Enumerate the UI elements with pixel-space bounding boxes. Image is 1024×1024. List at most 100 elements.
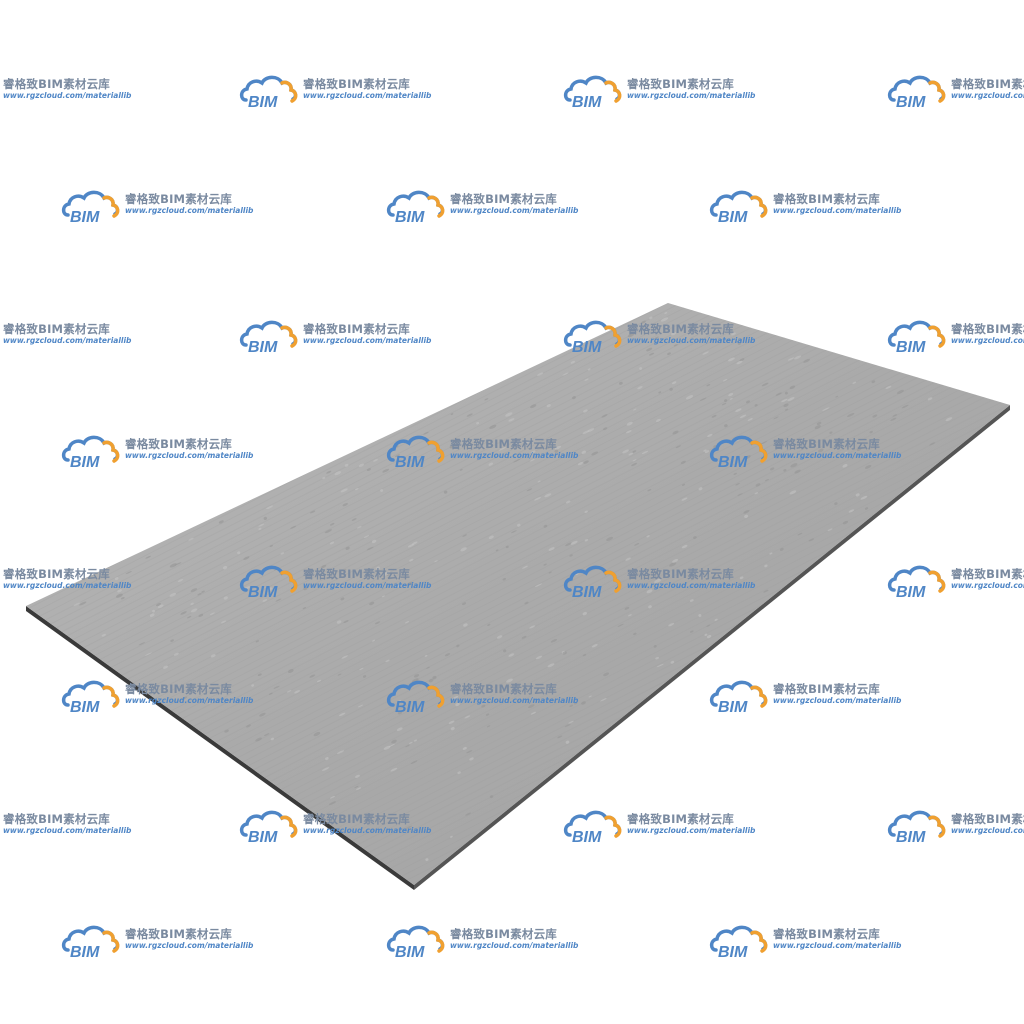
surface-speckle xyxy=(633,408,637,411)
surface-speckle xyxy=(444,653,451,657)
surface-speckle xyxy=(927,397,933,401)
surface-speckle xyxy=(508,418,515,422)
surface-speckle xyxy=(466,750,473,754)
surface-speckle xyxy=(287,669,294,673)
surface-speckle xyxy=(457,771,461,775)
surface-speckle xyxy=(890,417,897,421)
surface-speckle xyxy=(521,635,527,639)
surface-speckle xyxy=(764,479,770,482)
surface-speckle xyxy=(268,692,273,695)
surface-speckle xyxy=(456,644,460,648)
surface-speckle xyxy=(794,469,801,474)
surface-speckle xyxy=(423,431,429,435)
surface-speckle xyxy=(409,741,413,744)
surface-speckle xyxy=(568,720,574,724)
surface-speckle xyxy=(673,344,678,347)
surface-speckle xyxy=(770,467,775,471)
surface-speckle xyxy=(302,607,307,610)
surface-speckle xyxy=(530,711,536,715)
surface-speckle xyxy=(125,571,132,575)
surface-speckle xyxy=(338,712,346,717)
surface-speckle xyxy=(525,439,533,444)
surface-speckle xyxy=(366,546,374,551)
surface-speckle xyxy=(714,618,718,621)
surface-speckle xyxy=(565,500,571,504)
surface-speckle xyxy=(460,547,467,552)
surface-speckle xyxy=(634,543,640,546)
surface-speckle xyxy=(336,750,345,754)
surface-speckle xyxy=(543,524,548,528)
surface-speckle xyxy=(681,483,686,486)
surface-speckle xyxy=(761,382,769,387)
surface-speckle xyxy=(654,578,662,584)
surface-speckle xyxy=(672,559,679,563)
surface-speckle xyxy=(729,397,733,400)
surface-speckle xyxy=(602,427,608,431)
surface-speckle xyxy=(174,562,182,566)
surface-speckle xyxy=(503,649,507,653)
surface-speckle xyxy=(263,516,267,521)
surface-speckle xyxy=(562,651,567,655)
surface-speckle xyxy=(569,554,573,557)
surface-speckle xyxy=(101,633,106,637)
surface-speckle xyxy=(409,558,414,562)
board-edge-right xyxy=(414,405,1010,890)
surface-speckle xyxy=(359,667,364,671)
surface-speckle xyxy=(489,795,494,799)
surface-speckle xyxy=(646,347,653,352)
surface-speckle xyxy=(848,509,855,513)
surface-speckle xyxy=(385,659,390,663)
surface-speckle xyxy=(488,462,494,466)
surface-speckle xyxy=(372,639,376,642)
surface-speckle xyxy=(383,571,391,576)
surface-speckle xyxy=(735,483,740,486)
surface-speckle xyxy=(526,488,533,492)
surface-speckle xyxy=(669,562,677,567)
surface-speckle xyxy=(672,430,679,435)
surface-speckle xyxy=(670,660,675,664)
surface-speckle xyxy=(496,635,503,639)
surface-speckle xyxy=(739,358,745,362)
surface-speckle xyxy=(340,597,345,601)
surface-speckle xyxy=(169,563,177,568)
surface-speckle xyxy=(834,502,838,506)
surface-speckle xyxy=(747,418,753,421)
surface-speckle xyxy=(341,655,348,659)
surface-speckle xyxy=(896,389,904,394)
surface-speckle xyxy=(466,413,473,417)
surface-speckle xyxy=(325,757,329,761)
surface-speckle xyxy=(452,439,458,443)
surface-speckle xyxy=(822,407,830,411)
surface-speckle xyxy=(681,497,688,501)
surface-speckle xyxy=(326,470,332,474)
surface-speckle xyxy=(358,463,365,468)
surface-speckle xyxy=(336,620,342,624)
surface-speckle xyxy=(357,704,364,708)
surface-speckle xyxy=(637,386,643,390)
surface-speckle xyxy=(237,551,241,555)
surface-speckle xyxy=(601,414,608,418)
surface-speckle xyxy=(582,653,587,657)
surface-speckle xyxy=(469,757,474,761)
surface-speckle xyxy=(783,403,789,408)
surface-speckle xyxy=(505,412,513,417)
surface-speckle xyxy=(79,601,87,606)
surface-speckle xyxy=(641,450,649,455)
surface-speckle xyxy=(337,673,342,676)
surface-speckle xyxy=(781,398,788,403)
surface-speckle xyxy=(779,547,784,551)
surface-speckle xyxy=(270,737,275,741)
surface-speckle xyxy=(764,564,768,568)
surface-speckle xyxy=(383,745,391,750)
surface-speckle xyxy=(145,652,152,656)
surface-speckle xyxy=(724,424,728,428)
surface-speckle xyxy=(707,433,713,438)
surface-speckle xyxy=(584,378,589,381)
surface-speckle xyxy=(156,603,161,607)
surface-speckle xyxy=(294,690,301,694)
surface-speckle xyxy=(208,701,214,704)
surface-speckle xyxy=(656,663,664,668)
surface-speckle xyxy=(536,372,544,376)
surface-speckle xyxy=(591,644,598,648)
